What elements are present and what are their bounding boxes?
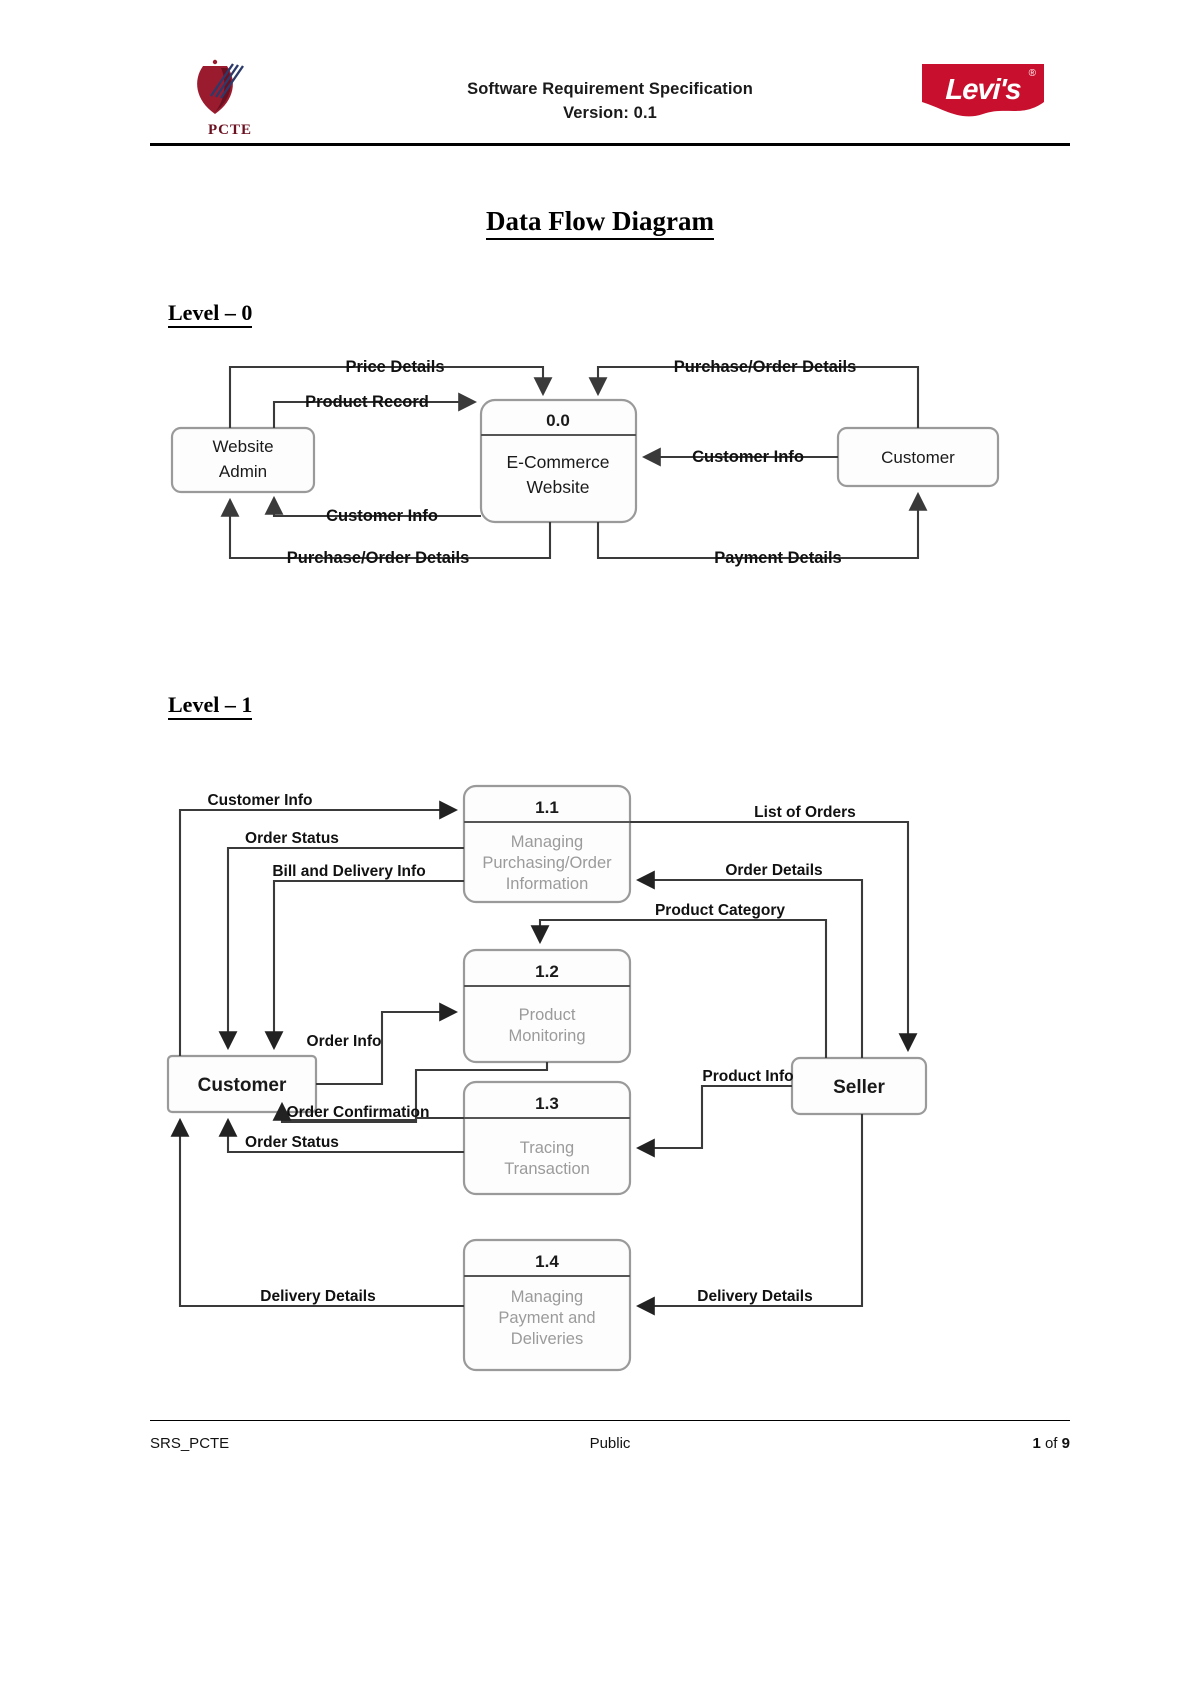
footer-page-indicator: 1 of 9 (766, 1435, 1070, 1452)
process-1-4-line1: Managing (511, 1288, 583, 1306)
entity-customer-label: Customer (881, 448, 955, 467)
flow-label-customer-info-right: Customer Info (692, 448, 804, 466)
process-1-1 (462, 784, 632, 904)
header-divider (150, 143, 1070, 146)
flow-customer-info (178, 800, 459, 1056)
pcte-logo: PCTE (185, 56, 275, 142)
flow-label-price-details: Price Details (345, 358, 444, 376)
flow-delivery-details-seller (635, 1114, 864, 1316)
flow-label-order-confirmation: Order Confirmation (287, 1104, 430, 1121)
flow-order-confirmation (272, 1101, 464, 1124)
pcte-logo-text: PCTE (207, 122, 252, 138)
flow-product-category (530, 918, 828, 1058)
flow-product-record (272, 392, 478, 428)
level-1-heading: Level – 1 (168, 692, 253, 720)
entity-website-admin (170, 426, 316, 494)
flow-label-purchase-order-details-top: Purchase/Order Details (674, 358, 857, 376)
flow-purchase-order-details-in (588, 365, 920, 428)
flow-label-order-status-bottom: Order Status (245, 1134, 339, 1151)
process-1-3-line2: Transaction (504, 1160, 590, 1178)
footer-divider (150, 1420, 1070, 1421)
footer-center: Public (589, 1434, 631, 1452)
flow-label-order-info: Order Info (307, 1033, 382, 1050)
header-title: Software Requirement Specification (467, 80, 753, 98)
footer-left: SRS_PCTE (150, 1434, 230, 1452)
process-1-1-number: 1.1 (535, 798, 559, 817)
page-footer: SRS_PCTE Public 1 of 9 (150, 1428, 1070, 1458)
flow-label-customer-info-admin: Customer Info (326, 507, 438, 525)
flow-bill-delivery-info (264, 879, 464, 1051)
flow-order-status-bottom (218, 1117, 464, 1154)
level-1-diagram: 1.1 Managing Purchasing/Order Informatio… (150, 770, 1070, 1390)
page-title: Data Flow Diagram (0, 206, 1200, 240)
level-0-diagram: Website Admin 0.0 E-Commerce Website Cus… (150, 348, 1070, 588)
flow-delivery-details-customer (170, 1117, 464, 1308)
flow-label-delivery-details-left: Delivery Details (260, 1288, 375, 1305)
process-1-1-line1: Managing (511, 833, 583, 851)
process-0-0-number: 0.0 (546, 411, 570, 430)
flow-label-delivery-details-right: Delivery Details (697, 1288, 812, 1305)
flow-order-details (635, 870, 864, 1058)
process-1-2-line2: Monitoring (508, 1027, 585, 1045)
entity-website-admin-line1: Website (212, 437, 273, 456)
process-1-2-number: 1.2 (535, 962, 559, 981)
flow-label-product-record: Product Record (305, 393, 429, 411)
flow-label-purchase-order-details-bottom: Purchase/Order Details (287, 549, 470, 567)
entity-seller-label: Seller (833, 1077, 885, 1098)
levis-logo-shape (922, 64, 1044, 117)
process-1-3 (462, 1080, 632, 1196)
flow-label-order-details: Order Details (725, 862, 822, 879)
flow-price-details (228, 365, 553, 428)
flow-label-payment-details: Payment Details (714, 549, 841, 567)
flow-label-order-status-top: Order Status (245, 830, 339, 847)
entity-customer-label: Customer (198, 1075, 287, 1096)
process-1-4-line3: Deliveries (511, 1330, 583, 1348)
flow-label-product-info: Product Info (702, 1068, 793, 1085)
process-1-3-line1: Tracing (520, 1139, 574, 1157)
footer-page-number: 1 (1032, 1434, 1041, 1452)
flow-label-list-of-orders: List of Orders (754, 804, 856, 821)
page-title-text: Data Flow Diagram (486, 206, 714, 240)
flow-order-info (316, 1002, 459, 1086)
process-0-0-line1: E-Commerce (506, 452, 609, 472)
flow-label-bill-delivery-info: Bill and Delivery Info (272, 863, 425, 880)
header-version: Version: 0.1 (563, 103, 657, 122)
process-1-1-line3: Information (506, 875, 589, 893)
footer-page-of: of (1040, 1434, 1062, 1452)
level-1-heading-text: Level – 1 (168, 692, 253, 720)
process-1-4-line2: Payment and (498, 1309, 595, 1327)
flow-payment-details (596, 491, 928, 560)
flow-list-of-orders (630, 820, 918, 1053)
flow-label-product-category: Product Category (655, 902, 785, 919)
process-1-4-number: 1.4 (535, 1252, 559, 1271)
flow-purchase-order-details-out (220, 497, 552, 560)
process-0-0-line2: Website (527, 477, 590, 497)
flow-customer-info-to-admin (264, 495, 481, 518)
flow-product-info (635, 1084, 792, 1158)
process-0-0 (479, 398, 638, 524)
registered-mark-icon: ® (1028, 68, 1036, 79)
process-1-1-line2: Purchasing/Order (482, 854, 612, 872)
page-header: PCTE Software Requirement Specification … (150, 48, 1070, 143)
footer-page-total: 9 (1061, 1434, 1070, 1452)
level-0-heading: Level – 0 (168, 300, 253, 328)
process-1-2-line1: Product (519, 1006, 576, 1024)
flow-label-customer-info: Customer Info (207, 792, 312, 809)
header-title-block: Software Requirement Specification Versi… (150, 78, 1070, 126)
pcte-logo-mark (197, 59, 244, 114)
level-0-heading-text: Level – 0 (168, 300, 253, 328)
levis-logo: Levi's ® (918, 62, 1048, 124)
flow-12-to-13-link (282, 1062, 549, 1122)
process-1-3-number: 1.3 (535, 1094, 559, 1113)
entity-website-admin-line2: Admin (219, 462, 267, 481)
flow-order-status-top (218, 846, 464, 1051)
